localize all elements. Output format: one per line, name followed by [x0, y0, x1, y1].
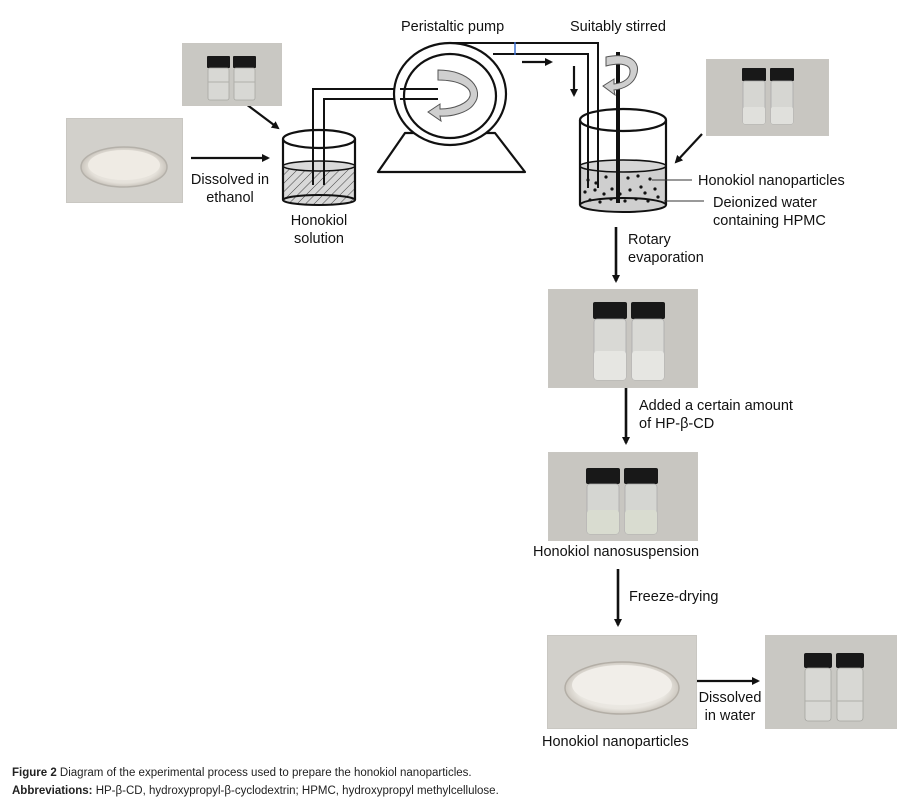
- nanoparticle-dot: [639, 185, 643, 189]
- photo-honokiol-powder-dish: [66, 118, 183, 203]
- nanoparticle-dot: [602, 192, 606, 196]
- nanoparticle-dot: [593, 188, 597, 192]
- label-dissolved-in-ethanol: Dissolved in ethanol: [189, 171, 271, 207]
- label-line: solution: [294, 231, 344, 247]
- label-dissolved-in-water: Dissolved in water: [694, 689, 766, 725]
- pump-rotation-arrow-icon: [427, 69, 479, 123]
- photo-ethanol-vials: [182, 43, 282, 106]
- nanoparticle-dot: [643, 191, 647, 195]
- nanoparticle-dot: [653, 187, 657, 191]
- nanoparticle-dot: [623, 199, 627, 203]
- abbreviations-label: Abbreviations:: [12, 785, 93, 797]
- nanoparticle-dot: [634, 197, 638, 201]
- nanoparticle-dot: [646, 199, 650, 203]
- label-line: Rotary: [628, 232, 671, 248]
- label-honokiol-nanosuspension: Honokiol nanosuspension: [533, 544, 700, 560]
- nanoparticle-dot: [648, 177, 652, 181]
- label-freeze-drying: Freeze-drying: [629, 589, 719, 605]
- nanoparticle-dot: [636, 174, 640, 178]
- nanoparticle-dot: [583, 190, 587, 194]
- label-rotary-evaporation: Rotary evaporation: [628, 231, 704, 267]
- stir-rotation-arrow-icon: [602, 55, 638, 97]
- photo-nanoparticle-powder-dish: [547, 635, 697, 729]
- nanoparticle-dot: [610, 187, 614, 191]
- label-line: evaporation: [628, 250, 704, 266]
- figure-text: Diagram of the experimental process used…: [56, 767, 472, 779]
- figure-caption: Figure 2 Diagram of the experimental pro…: [12, 767, 472, 779]
- label-line: Dissolved: [698, 690, 762, 706]
- label-line: in water: [704, 708, 756, 724]
- nanoparticle-dot: [588, 198, 592, 202]
- label-line: of HP-β-CD: [639, 416, 715, 432]
- photo-hpmc-water-vials: [706, 59, 829, 136]
- nanoparticle-dot: [628, 188, 632, 192]
- arrow-ethanol-to-solution: [245, 103, 280, 130]
- label-added-hpbcd: Added a certain amount of HP-β-CD: [639, 397, 793, 433]
- nanoparticle-dot: [609, 197, 613, 201]
- nanoparticle-dot: [594, 181, 598, 185]
- nanoparticle-dot: [598, 200, 602, 204]
- label-suitably-stirred: Suitably stirred: [570, 19, 666, 35]
- label-line: Honokiol: [290, 213, 348, 229]
- label-peristaltic-pump: Peristaltic pump: [401, 19, 505, 35]
- stirred-beaker: [578, 52, 668, 213]
- label-honokiol-solution: Honokiol solution: [280, 212, 358, 248]
- nanoparticle-dot: [604, 175, 608, 179]
- photo-after-evaporation-vials: [548, 289, 698, 388]
- figure-label: Figure 2: [12, 767, 57, 779]
- nanoparticle-dot: [656, 195, 660, 199]
- label-line: Dissolved in: [190, 172, 270, 188]
- abbreviations-text: HP-β-CD, hydroxypropyl-β-cyclodextrin; H…: [92, 785, 499, 797]
- arrow-vials-to-beaker: [674, 133, 703, 164]
- label-line: containing HPMC: [713, 213, 826, 229]
- nanoparticle-dot: [626, 176, 630, 180]
- label-line: ethanol: [206, 190, 254, 206]
- label-deionized-water-hpmc: Deionized water containing HPMC: [713, 194, 826, 230]
- abbreviations-caption: Abbreviations: HP-β-CD, hydroxypropyl-β-…: [12, 785, 499, 797]
- peristaltic-pump: [376, 41, 527, 174]
- label-line: Added a certain amount: [639, 398, 793, 414]
- label-line: Deionized water: [713, 195, 817, 211]
- label-honokiol-nanoparticles-final: Honokiol nanoparticles: [542, 734, 689, 750]
- label-honokiol-nanoparticles-callout: Honokiol nanoparticles: [698, 173, 845, 189]
- photo-redissolved-vials: [765, 635, 897, 729]
- photo-nanosuspension-vials: [548, 452, 698, 541]
- solution-beaker: [281, 128, 357, 206]
